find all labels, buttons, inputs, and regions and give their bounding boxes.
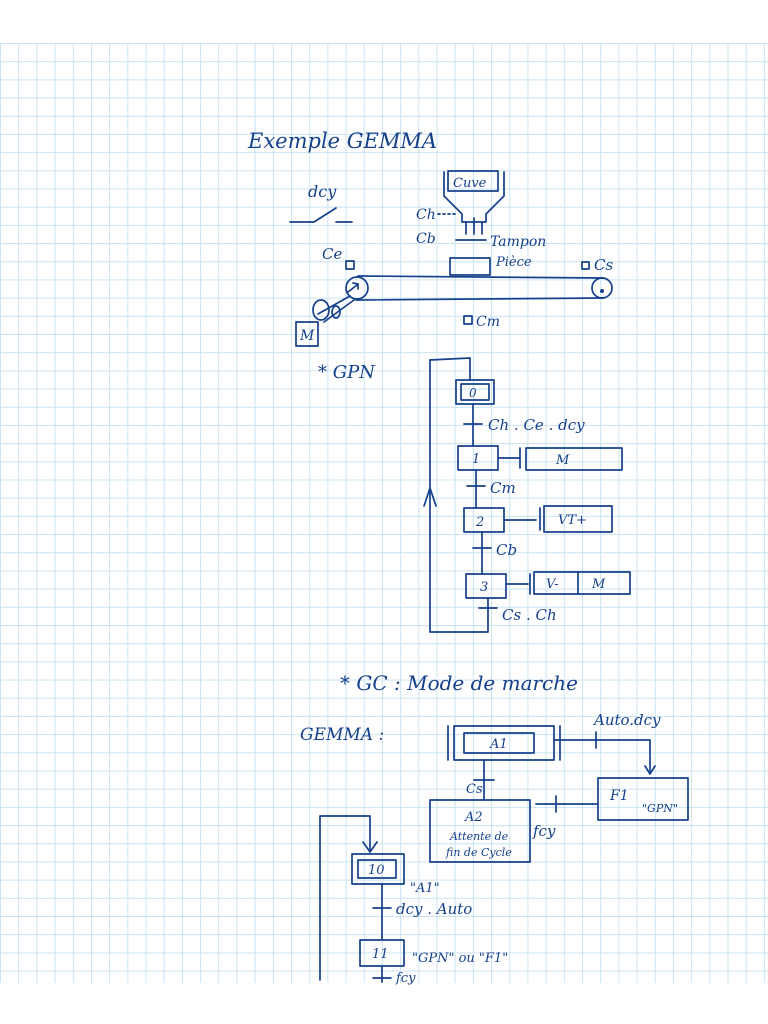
gc-return-loop: [319, 815, 371, 981]
gemma-a1-inner: [463, 732, 535, 754]
cuve-outlet: [465, 217, 483, 235]
ch-label: Ch: [416, 207, 436, 223]
tampon-label: Tampon: [490, 234, 546, 250]
motor-box: [295, 321, 319, 347]
gpn-label: * GPN: [318, 362, 376, 383]
gpn-grafcet: * GPN 0 Ch . Ce . dcy 1 M Cm 2 VT+ Cb: [318, 357, 631, 633]
gpn-transition-1: Cm: [490, 479, 516, 497]
gpn-step-2-action-link: [503, 507, 541, 531]
gemma-diagram: GEMMA : A1 Auto.dcy Cs A2 Attente de fin…: [300, 711, 689, 863]
gemma-auto-dcy-label: Auto.dcy: [592, 711, 661, 729]
cm-sensor: [463, 315, 473, 325]
gpn-step-1-label: 1: [472, 452, 480, 467]
conveyor-pulley-right: [591, 277, 613, 299]
gpn-transition-2: Cb: [496, 541, 517, 559]
gc-step-11-note: "GPN" ou "F1": [412, 951, 508, 966]
cs-label: Cs: [594, 256, 613, 274]
cs-sensor: [581, 261, 590, 270]
graph-paper-background: [0, 43, 768, 983]
machine-schema: dcy Cuve Ch Cb Tampon Pièce Ce Cs M: [289, 170, 613, 347]
gpn-step-2-action-vt: VT+: [558, 513, 587, 528]
gpn-step-3: [465, 573, 507, 599]
cuve-box: [447, 170, 499, 192]
gc-step-11-label: 11: [372, 947, 389, 962]
cm-label: Cm: [476, 314, 500, 330]
gc-step-10-outer: [351, 853, 405, 885]
gemma-f1-label: F1: [609, 788, 629, 804]
gpn-step-1-action-link: [497, 447, 521, 469]
gc-grafcet: 10 "A1" dcy . Auto 11 "GPN" ou "F1" fcy: [319, 815, 508, 986]
dcy-label: dcy: [308, 182, 337, 201]
gemma-a2-label: A2: [464, 810, 483, 825]
dcy-switch: [289, 207, 353, 223]
gpn-step-2-action-box: [543, 505, 613, 533]
gemma-a2-box: [429, 799, 531, 863]
gemma-link-a1-f1: [553, 739, 651, 773]
gpn-transition-3: Cs . Ch: [502, 606, 557, 624]
gc-step-10-label: 10: [368, 863, 385, 878]
gpn-link-1-2: [466, 469, 486, 509]
gemma-label: GEMMA :: [300, 725, 384, 745]
conveyor-belt: [355, 275, 605, 301]
gpn-return-loop: [429, 359, 489, 633]
pulley-axis-right: [600, 289, 604, 293]
gpn-step-3-action-v: V-: [546, 577, 559, 592]
gpn-return-arrow: [423, 487, 437, 507]
gemma-a1-outer: [453, 725, 555, 761]
gpn-step-0-inner: [460, 383, 490, 401]
gpn-step-2-label: 2: [475, 515, 484, 530]
motor-link: [317, 295, 355, 323]
gpn-step-0-label: 0: [469, 386, 477, 400]
cuve-label: Cuve: [453, 176, 487, 191]
gc-link-10-11: [372, 883, 392, 941]
piece-block: [449, 257, 491, 276]
gpn-step-3-action-m: M: [591, 577, 606, 592]
motor-coupling: [312, 299, 330, 321]
gemma-link-a1-a2: [473, 759, 495, 801]
gpn-top-link: [429, 357, 471, 381]
gemma-f1-note: "GPN": [642, 802, 678, 815]
gpn-step-3-label: 3: [480, 580, 488, 595]
gc-step-10-inner: [357, 859, 397, 879]
gc-heading: * GC : Mode de marche: [340, 671, 578, 695]
gc-link-11-next: [372, 965, 392, 983]
gemma-f1-box: [597, 777, 689, 821]
gpn-step-0-outer: [455, 379, 495, 405]
page-title: Exemple GEMMA: [247, 129, 437, 153]
gemma-cs-label: Cs: [466, 782, 483, 797]
gemma-a2-text-2: fin de Cycle: [445, 846, 512, 859]
conveyor-pulley-left: [345, 276, 369, 300]
gpn-link-2-3: [472, 531, 492, 575]
gpn-step-1-action-m: M: [555, 453, 570, 468]
motor-coupling-inner: [331, 305, 341, 319]
gc-return-arrow: [362, 841, 378, 853]
piece-label: Pièce: [495, 255, 532, 270]
cb-label: Cb: [416, 231, 436, 247]
gc-transition: dcy . Auto: [396, 900, 472, 918]
gemma-link-a1-f1-arrow: [644, 765, 656, 775]
gpn-link-3-end: [478, 597, 498, 621]
pulley-arrow: [347, 282, 359, 293]
gc-partial-transition: fcy: [395, 971, 416, 986]
gpn-step-3-action-link: [505, 573, 531, 595]
gemma-link-f1-a2: [535, 795, 599, 813]
gpn-link-0-1: [463, 403, 483, 447]
gc-step-10-note: "A1": [410, 881, 440, 896]
gemma-a1-sides: [447, 725, 561, 761]
gemma-fcy-label: fcy: [532, 822, 556, 840]
gpn-transition-0: Ch . Ce . dcy: [488, 416, 585, 434]
gpn-step-1-action-box: [525, 447, 623, 471]
gemma-a2-text-1: Attente de: [449, 830, 509, 843]
ce-label: Ce: [322, 245, 342, 263]
ce-sensor: [345, 260, 355, 270]
gpn-step-3-action-box: [533, 571, 631, 595]
gemma-a1-label: A1: [489, 737, 508, 752]
motor-label: M: [299, 328, 315, 344]
